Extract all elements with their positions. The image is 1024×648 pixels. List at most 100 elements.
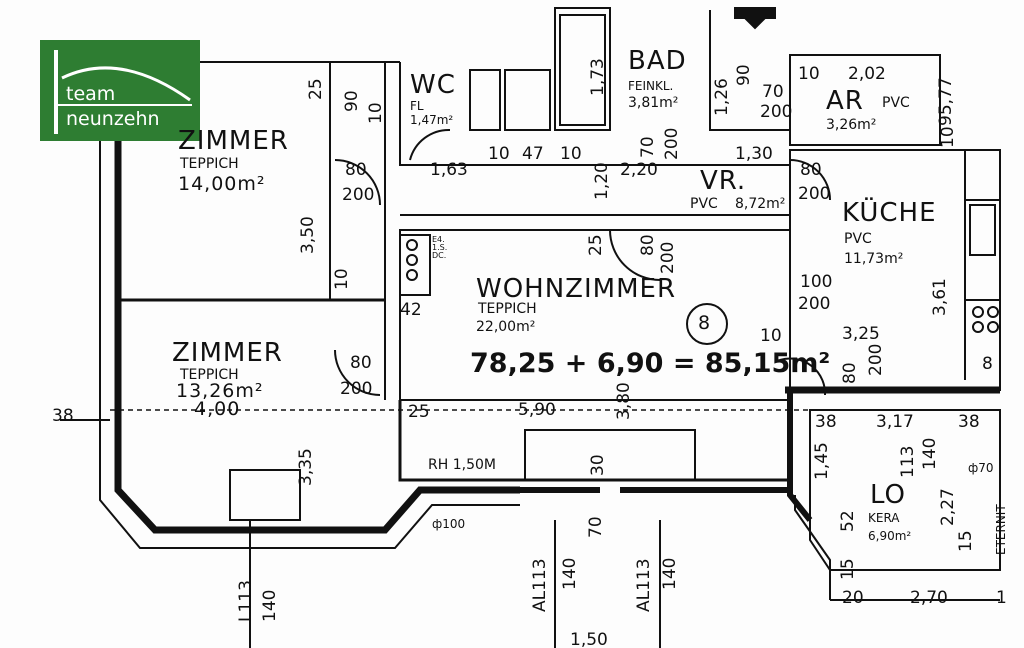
dim-140b: 140 xyxy=(260,589,280,622)
dim-38a: 38 xyxy=(52,406,74,426)
dim-80e: 80 xyxy=(638,234,658,256)
company-logo: team neunzehn xyxy=(40,40,200,141)
room-kueche-area: 11,73m² xyxy=(844,251,904,267)
room-bad-name: BAD xyxy=(628,46,687,76)
room-ar-area: 3,26m² xyxy=(826,117,877,133)
dim-150: 1,50 xyxy=(570,630,608,648)
logo-line2: neunzehn xyxy=(66,108,160,130)
dim-70a: 70 xyxy=(638,136,658,158)
dim-90: 90 xyxy=(342,90,362,112)
dim-25a: 25 xyxy=(306,78,326,100)
logo-line1: team xyxy=(66,83,116,105)
dim-957: 95,77 xyxy=(936,77,956,126)
dim-10a: 10 xyxy=(366,102,386,124)
room-zimmer2-area: 13,26m² xyxy=(176,380,264,402)
room-vr-floor: PVC xyxy=(690,196,718,212)
dim-140c: 140 xyxy=(560,557,580,590)
dim-227: 2,27 xyxy=(938,488,958,526)
annotation-rh: RH 1,50M xyxy=(428,457,496,473)
logo-line-vertical xyxy=(54,50,58,134)
dim-80c: 80 xyxy=(350,353,372,373)
room-zimmer2-floor: TEPPICH xyxy=(180,367,239,383)
room-loggia-area: 6,90m² xyxy=(868,529,912,543)
dim-590: 5,90 xyxy=(518,400,556,420)
dim-30: 30 xyxy=(588,454,608,476)
dim-200d: 200 xyxy=(798,294,831,314)
dim-325: 3,25 xyxy=(842,324,880,344)
dim-140d: 140 xyxy=(660,557,680,590)
apartment-number: 8 xyxy=(698,312,712,334)
annotation-phi100: ф100 xyxy=(432,517,466,531)
room-vr-name: VR. xyxy=(700,166,747,196)
dim-25c: 25 xyxy=(408,402,430,422)
dim-AL113a: AL113 xyxy=(530,558,550,612)
dim-220: 2,20 xyxy=(620,160,658,180)
dim-1: 1 xyxy=(996,588,1007,608)
room-loggia-name: LO xyxy=(870,480,907,510)
dim-10f: 10 xyxy=(760,326,782,346)
dim-90b: 90 xyxy=(734,64,754,86)
dim-270: 2,70 xyxy=(910,588,948,608)
dim-52: 52 xyxy=(838,510,858,532)
dim-173: 1,73 xyxy=(588,58,608,96)
dim-80b: 80 xyxy=(800,160,822,180)
dim-15b: 15 xyxy=(838,558,858,580)
dim-AL113b: AL113 xyxy=(634,558,654,612)
room-wohnzimmer-area: 22,00m² xyxy=(476,319,536,335)
dim-15a: 15 xyxy=(956,530,976,552)
dim-20: 20 xyxy=(842,588,864,608)
logo-arc-icon xyxy=(61,66,191,102)
room-zimmer1-name: ZIMMER xyxy=(178,126,289,156)
room-loggia-floor: KERA xyxy=(868,511,900,525)
dim-47: 47 xyxy=(522,144,544,164)
room-wc-floor: FL xyxy=(410,99,424,113)
dim-10g: 10 xyxy=(938,126,958,148)
dim-200f: 200 xyxy=(760,102,793,122)
dim-200e-door: 200 xyxy=(658,241,678,274)
room-kueche-floor: PVC xyxy=(844,231,872,247)
room-zimmer1-floor: TEPPICH xyxy=(180,156,239,172)
dim-202: 2,02 xyxy=(848,64,886,84)
room-bad-floor: FEINKL. xyxy=(628,79,674,93)
dim-38c: 38 xyxy=(958,412,980,432)
room-vr-area: 8,72m² xyxy=(735,196,786,212)
dim-42: 42 xyxy=(400,300,422,320)
dim-126: 1,26 xyxy=(712,78,732,116)
dim-200c: 200 xyxy=(340,379,373,399)
dim-200e: 200 xyxy=(866,343,886,376)
dim-70b: 70 xyxy=(762,82,784,102)
room-zimmer2-extra: 4,00 xyxy=(194,398,241,420)
dim-10d: 10 xyxy=(798,64,820,84)
room-kueche-name: KÜCHE xyxy=(842,198,937,228)
room-wc-name: WC xyxy=(410,70,456,100)
dim-80d: 80 xyxy=(840,362,860,384)
room-zimmer2-name: ZIMMER xyxy=(172,338,283,368)
room-ar-floor: PVC xyxy=(882,95,910,111)
dim-10b: 10 xyxy=(488,144,510,164)
dim-145: 1,45 xyxy=(812,442,832,480)
dim-130: 1,30 xyxy=(735,144,773,164)
annotation-eternit: ETERNIT xyxy=(994,504,1008,555)
dim-200a: 200 xyxy=(342,185,375,205)
dim-200g: 200 xyxy=(662,127,682,160)
annotation-shelf: E4. 1.S. DC. xyxy=(432,235,448,260)
dim-25b: 25 xyxy=(586,234,606,256)
dim-317: 3,17 xyxy=(876,412,914,432)
dim-70c: 70 xyxy=(586,516,606,538)
dim-L113: L113 xyxy=(236,580,256,622)
dim-113a: 113 xyxy=(898,445,918,478)
dim-8: 8 xyxy=(982,354,993,374)
dim-350: 3,50 xyxy=(298,216,318,254)
dim-120: 1,20 xyxy=(592,162,612,200)
dim-140a: 140 xyxy=(920,437,940,470)
room-wc-area: 1,47m² xyxy=(410,113,454,127)
room-ar-name: AR xyxy=(826,86,864,116)
dim-361: 3,61 xyxy=(930,278,950,316)
dim-163: 1,63 xyxy=(430,160,468,180)
dim-200b: 200 xyxy=(798,184,831,204)
room-bad-area: 3,81m² xyxy=(628,95,679,111)
room-zimmer1-area: 14,00m² xyxy=(178,173,266,195)
dim-80a: 80 xyxy=(345,160,367,180)
